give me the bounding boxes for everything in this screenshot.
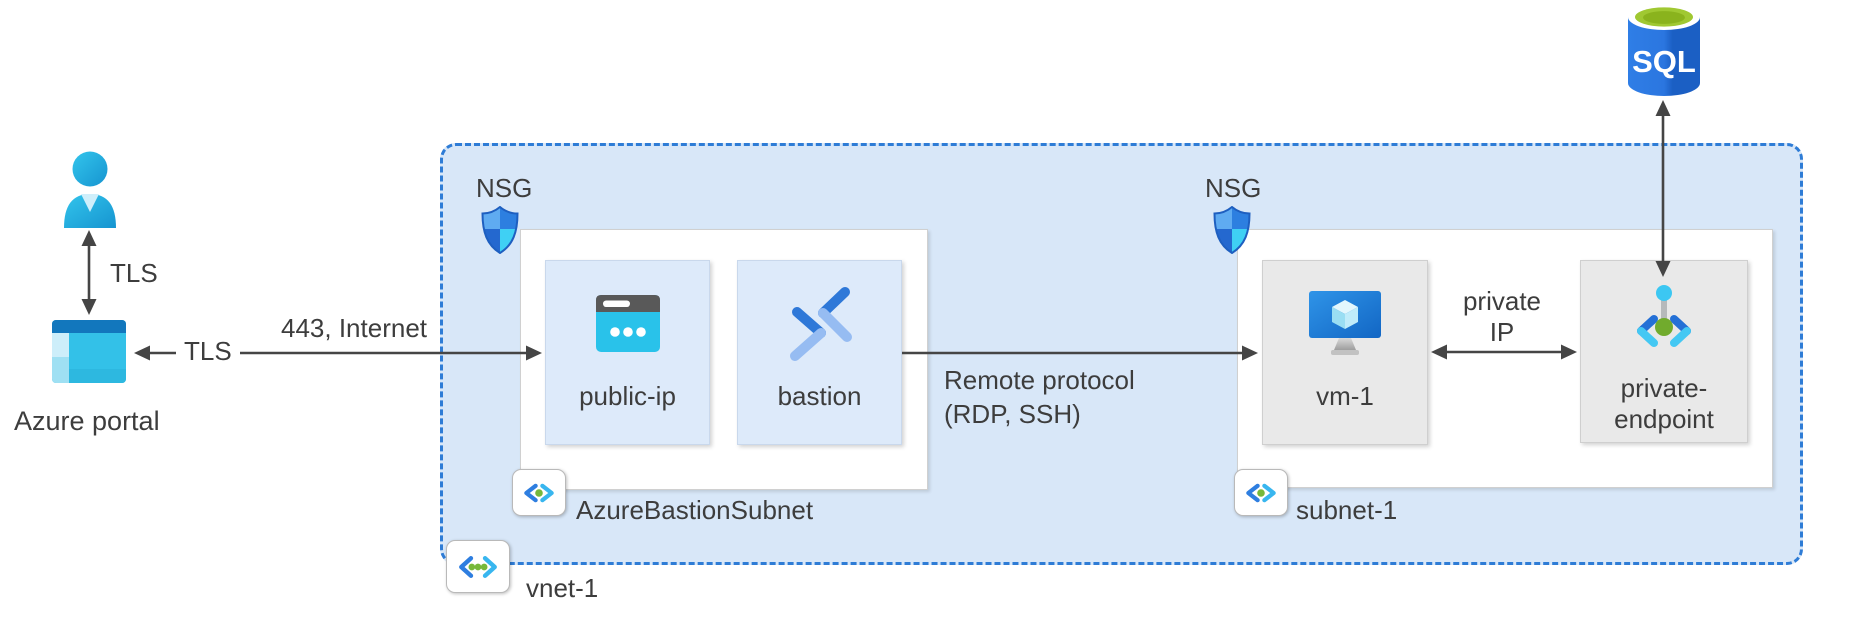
remote-protocol-line2: (RDP, SSH): [944, 399, 1081, 429]
subnet-badge-icon: [512, 469, 566, 516]
browser-window-icon: [595, 295, 660, 352]
arrow-user-portal: [81, 230, 97, 315]
remote-protocol-line1: Remote protocol: [944, 365, 1135, 395]
private-endpoint-icon: [1637, 285, 1691, 347]
subnet-badge-icon: [1234, 469, 1288, 516]
nsg-shield-icon: [481, 206, 519, 254]
tls-portal-vnet-label: TLS: [176, 336, 240, 367]
nsg-subnet1-label: NSG: [1205, 173, 1262, 203]
private-endpoint-tile: private- endpoint: [1580, 260, 1748, 443]
bastion-chevrons-icon: [789, 287, 852, 361]
bastion-label: bastion: [777, 381, 862, 411]
vm-label: vm-1: [1316, 381, 1374, 411]
nsg-shield-icon: [1213, 206, 1251, 254]
private-ip-line2: IP: [1489, 317, 1515, 347]
azure-portal-label: Azure portal: [14, 406, 160, 436]
private-ip-line1: private: [1462, 286, 1542, 316]
public-ip-label: public-ip: [579, 381, 676, 411]
vnet-badge-icon: [446, 540, 510, 593]
azure-bastion-subnet-label: AzureBastionSubnet: [576, 495, 814, 525]
tls-user-portal-label: TLS: [110, 258, 158, 288]
person-icon: [64, 151, 116, 228]
bastion-tile: bastion: [737, 260, 902, 445]
public-ip-tile: public-ip: [545, 260, 710, 445]
private-endpoint-label-line1: private-: [1620, 373, 1708, 403]
virtual-machine-monitor-icon: [1309, 291, 1381, 355]
sql-database-cylinder-icon: SQL: [1628, 4, 1700, 96]
nsg-bastion-label: NSG: [476, 173, 533, 203]
sql-text: SQL: [1632, 44, 1696, 79]
private-endpoint-label-line2: endpoint: [1614, 404, 1714, 434]
vnet-label: vnet-1: [526, 573, 599, 603]
vm-tile: vm-1: [1262, 260, 1428, 445]
portal-window-icon: [52, 320, 126, 383]
private-endpoint-label: private- endpoint: [1581, 373, 1747, 435]
remote-protocol-label: Remote protocol (RDP, SSH): [944, 363, 1135, 431]
subnet1-label: subnet-1: [1296, 495, 1398, 525]
private-ip-label: private IP: [1437, 286, 1567, 348]
port-internet-label: 443, Internet: [281, 313, 427, 343]
